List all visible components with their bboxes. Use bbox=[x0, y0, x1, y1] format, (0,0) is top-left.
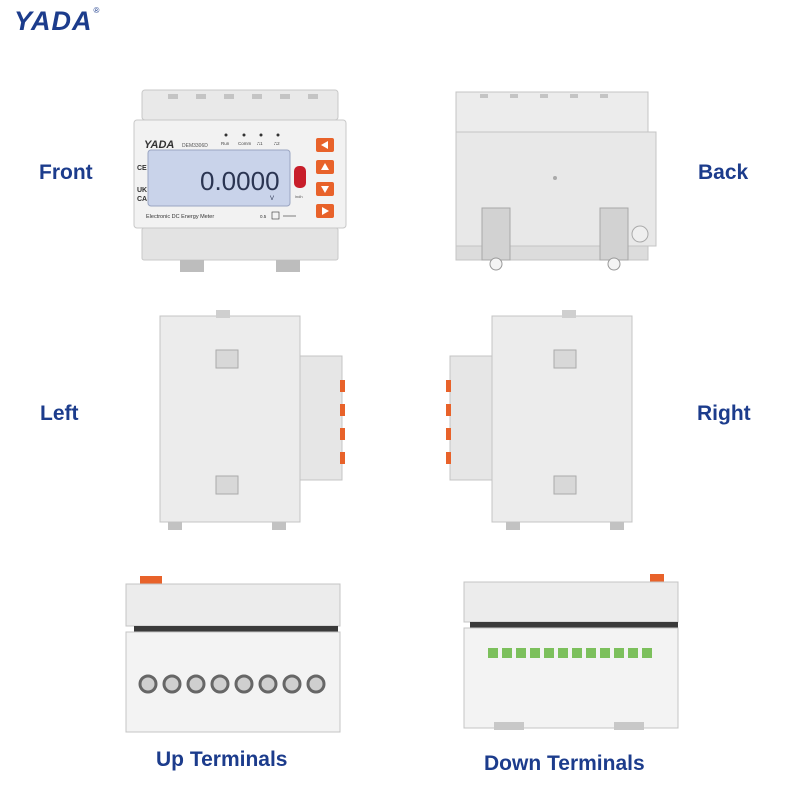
indicator-run: Run bbox=[221, 141, 230, 146]
label-down-terminals: Down Terminals bbox=[484, 752, 645, 775]
indicator-comm: Comm bbox=[238, 141, 252, 146]
down-terminals-image bbox=[463, 574, 679, 730]
ir-port-label: lndh bbox=[295, 194, 303, 199]
indicator-pulse-1: ⎍1 bbox=[257, 141, 263, 146]
device-logo: YADA bbox=[144, 139, 174, 151]
front-view-image: YADA DEM3306D Run Comm ⎍1 ⎍2 0.0000 V ln… bbox=[133, 89, 347, 272]
brand-logo: YADA® bbox=[14, 6, 100, 37]
class-mark: 0.5 bbox=[260, 214, 267, 219]
label-up-terminals: Up Terminals bbox=[156, 748, 288, 771]
device-name: Electronic DC Energy Meter bbox=[146, 214, 214, 220]
left-view-image bbox=[159, 310, 345, 530]
device-model: DEM3306D bbox=[182, 143, 208, 149]
ukca-mark-uk: UK bbox=[137, 187, 147, 194]
ukca-mark-ca: CA bbox=[137, 196, 147, 203]
back-view-image bbox=[455, 91, 657, 271]
label-back: Back bbox=[698, 161, 749, 184]
indicator-pulse-2: ⎍2 bbox=[274, 141, 280, 146]
up-terminals-image bbox=[125, 576, 341, 733]
lcd-unit: V bbox=[270, 196, 274, 202]
brand-logo-text: YADA bbox=[14, 6, 93, 36]
right-view-image bbox=[446, 310, 633, 530]
label-right: Right bbox=[697, 402, 751, 425]
ce-mark: CE bbox=[137, 165, 147, 172]
label-front: Front bbox=[39, 161, 93, 184]
label-left: Left bbox=[40, 402, 79, 425]
registered-mark: ® bbox=[93, 6, 101, 15]
lcd-value: 0.0000 bbox=[200, 166, 280, 196]
